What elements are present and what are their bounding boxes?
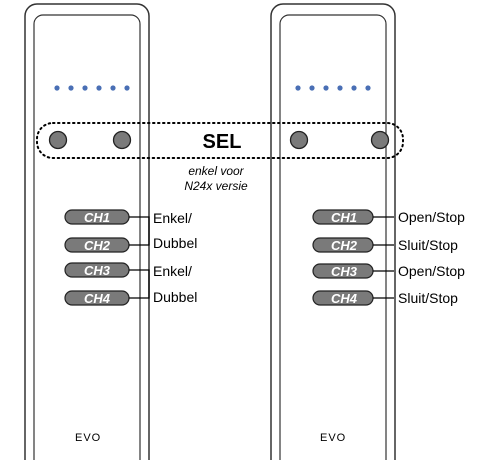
right-remote-outer-frame: [270, 3, 396, 460]
left-ch1-label: CH1: [84, 210, 110, 225]
right-remote: CH1 CH2 CH3 CH4 Open/Stop Sluit/Stop Ope…: [270, 3, 465, 460]
right-sel-button-2[interactable]: [370, 130, 390, 150]
left-pair1-line2: Dubbel: [153, 235, 197, 251]
sel-note-line2: N24x versie: [184, 179, 248, 193]
right-ch1-label: CH1: [331, 210, 357, 225]
right-sel-button-1[interactable]: [289, 130, 309, 150]
left-ch3-label: CH3: [84, 263, 111, 278]
left-pair1-line1: Enkel/: [153, 210, 192, 226]
right-ch3-label: CH3: [331, 264, 358, 279]
right-ch4-label: CH4: [331, 291, 358, 306]
led-indicator: [96, 85, 102, 91]
left-ch2-label: CH2: [84, 238, 111, 253]
left-remote-inner-frame: [33, 14, 141, 460]
left-pair2-line2: Dubbel: [153, 289, 197, 305]
left-ch3-button[interactable]: CH3: [64, 262, 130, 278]
led-indicator: [365, 85, 371, 91]
led-indicator: [337, 85, 343, 91]
led-indicator: [124, 85, 130, 91]
sel-label-backdrop: [190, 126, 254, 155]
right-ch4-button[interactable]: CH4: [312, 290, 374, 306]
left-ch4-label: CH4: [84, 291, 111, 306]
left-brand-logo: EVO: [75, 432, 101, 444]
sel-group-outline: [36, 122, 404, 159]
right-ch3-button[interactable]: CH3: [312, 263, 374, 279]
right-remote-inner-frame: [279, 14, 387, 460]
left-bracket-1: [129, 216, 150, 246]
left-led-row: [54, 85, 130, 91]
right-ch2-label: CH2: [331, 238, 358, 253]
right-ch1-function: Open/Stop: [398, 209, 465, 225]
left-bracket-2: [129, 269, 150, 299]
sel-label: SEL: [203, 131, 242, 153]
right-brand-logo: EVO: [320, 432, 346, 444]
right-ch2-function: Sluit/Stop: [398, 237, 458, 253]
left-remote-outer-frame: [24, 3, 150, 460]
led-indicator: [82, 85, 88, 91]
right-ch3-function: Open/Stop: [398, 263, 465, 279]
led-indicator: [110, 85, 116, 91]
sel-note-line1: enkel voor: [188, 164, 244, 178]
led-indicator: [68, 85, 74, 91]
left-ch2-button[interactable]: CH2: [64, 237, 130, 253]
led-indicator: [351, 85, 357, 91]
led-indicator: [323, 85, 329, 91]
left-remote: CH1 CH2 CH3 CH4 Enkel/ Dubbel Enkel/ Dub…: [24, 3, 197, 460]
led-indicator: [295, 85, 301, 91]
left-ch4-button[interactable]: CH4: [64, 290, 130, 306]
left-ch1-button[interactable]: CH1: [64, 209, 130, 225]
left-sel-button-1[interactable]: [48, 130, 68, 150]
led-indicator: [54, 85, 60, 91]
right-ch4-function: Sluit/Stop: [398, 290, 458, 306]
led-indicator: [309, 85, 315, 91]
left-pair2-line1: Enkel/: [153, 263, 192, 279]
left-sel-button-2[interactable]: [112, 130, 132, 150]
right-ch1-button[interactable]: CH1: [312, 209, 374, 225]
right-ch2-button[interactable]: CH2: [312, 237, 374, 253]
right-led-row: [295, 85, 371, 91]
